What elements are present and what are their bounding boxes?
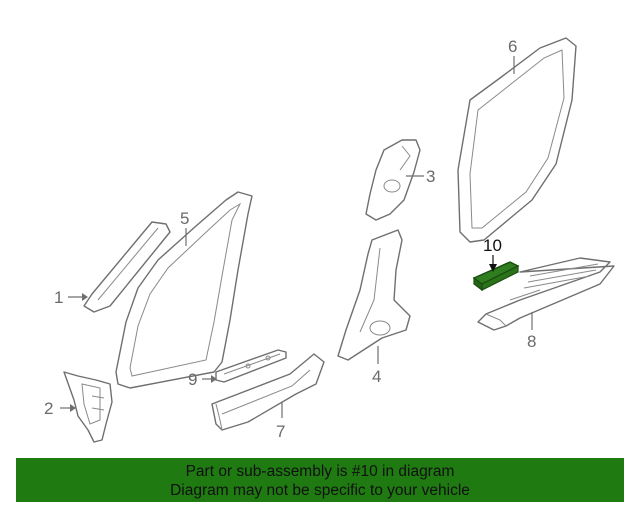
- callout-10[interactable]: 10: [483, 236, 502, 255]
- callout-1[interactable]: 1: [54, 288, 63, 307]
- notice-banner: Part or sub-assembly is #10 in diagram D…: [16, 458, 624, 502]
- callout-3[interactable]: 3: [426, 167, 435, 186]
- callout-8[interactable]: 8: [527, 332, 536, 351]
- leader-10-arrow: [489, 264, 497, 272]
- leader-2-arrow: [70, 404, 76, 412]
- callout-9[interactable]: 9: [188, 370, 197, 389]
- callout-2[interactable]: 2: [44, 399, 53, 418]
- part-5-front-door-weatherstrip[interactable]: [115, 191, 253, 389]
- part-2-pillar-bracket[interactable]: [63, 371, 113, 443]
- part-3-upper-center-pillar-trim[interactable]: [365, 139, 421, 221]
- leader-1-arrow: [82, 293, 88, 301]
- part-9-retainer-strip[interactable]: [215, 349, 287, 383]
- part-1-front-pillar-trim[interactable]: [83, 221, 171, 313]
- parts-diagram: 1 5 2 3 4 6 10: [44, 37, 615, 443]
- part-8-rear-kicking-plate[interactable]: [477, 257, 615, 331]
- part-4-lower-center-pillar-trim[interactable]: [337, 229, 411, 361]
- banner-line-1: Part or sub-assembly is #10 in diagram: [185, 463, 455, 480]
- callout-4[interactable]: 4: [372, 367, 381, 386]
- callout-7[interactable]: 7: [276, 422, 285, 441]
- leader-9-arrow: [211, 375, 217, 383]
- banner-line-2: Diagram may not be specific to your vehi…: [170, 482, 470, 499]
- part-10-highlighted-strip[interactable]: [472, 261, 520, 292]
- part-6-rear-door-weatherstrip[interactable]: [457, 37, 577, 243]
- callout-6[interactable]: 6: [508, 37, 517, 56]
- part-7-front-kicking-plate[interactable]: [211, 353, 325, 431]
- callout-5[interactable]: 5: [180, 209, 189, 228]
